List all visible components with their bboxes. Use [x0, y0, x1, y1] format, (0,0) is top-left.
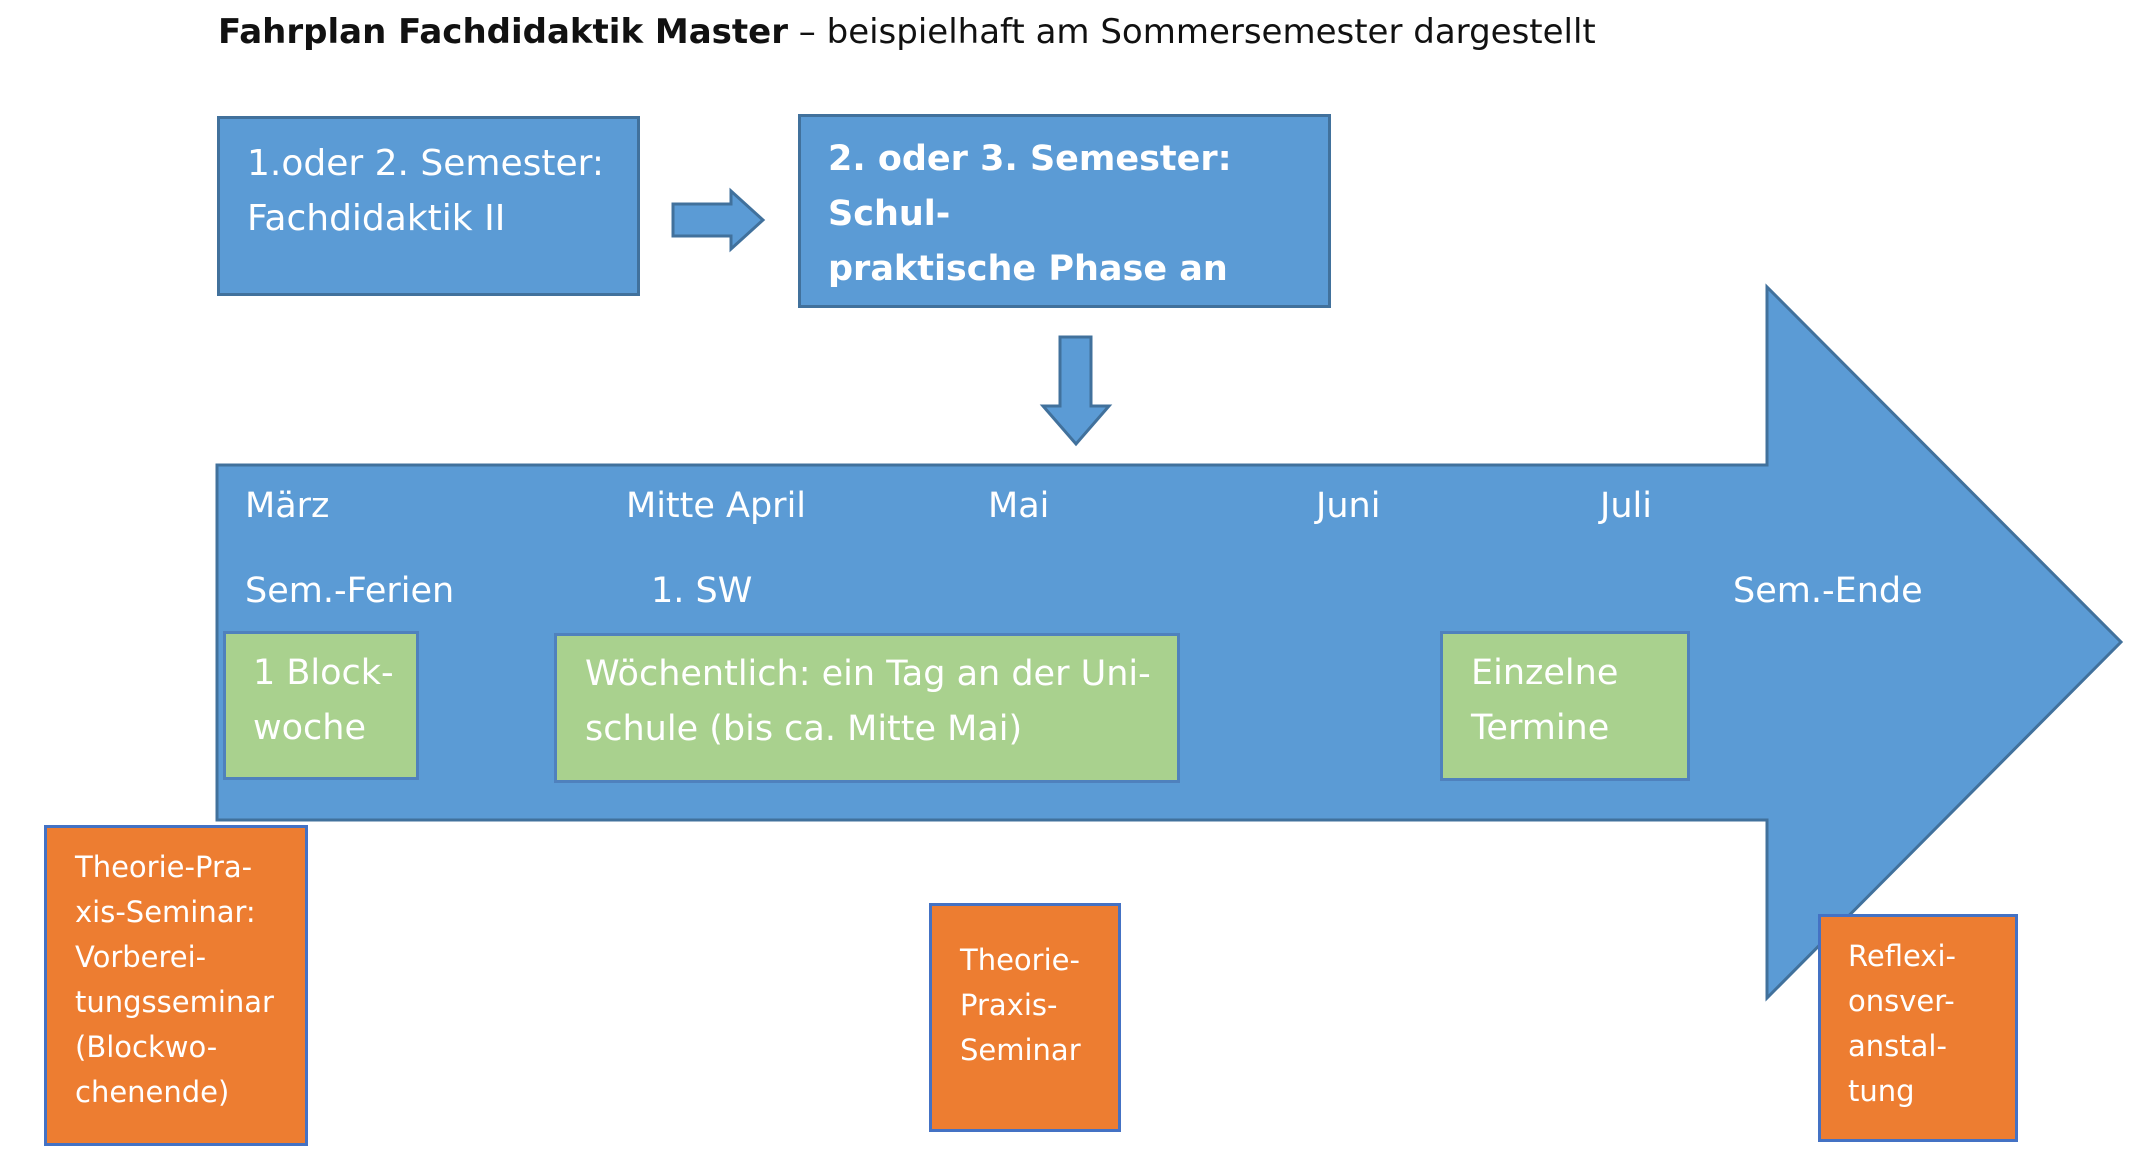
month-juli: Juli: [1600, 486, 1652, 526]
vorbereitung-seminar-label: Theorie-Pra- xis-Seminar: Vorberei- tung…: [75, 850, 274, 1109]
semester-2-3-box: 2. oder 3. Semester: Schul- praktische P…: [798, 114, 1331, 399]
woechentlich-box: Wöchentlich: ein Tag an der Uni- schule …: [554, 633, 1180, 783]
einzelne-termine-box: Einzelne Termine: [1440, 631, 1690, 781]
semester-2-3-label: 2. oder 3. Semester: Schul- praktische P…: [828, 139, 1232, 399]
semester-1-2-label: 1.oder 2. Semester: Fachdidaktik II: [247, 143, 604, 239]
month-maerz: März: [245, 486, 330, 526]
down-arrow-icon: [1039, 335, 1113, 447]
marker-sem-ende: Sem.-Ende: [1733, 571, 1923, 611]
reflexion-label: Reflexi- onsver- anstal- tung: [1848, 939, 1956, 1108]
month-juni: Juni: [1316, 486, 1381, 526]
woechentlich-label: Wöchentlich: ein Tag an der Uni- schule …: [585, 654, 1151, 749]
vorbereitung-seminar-box: Theorie-Pra- xis-Seminar: Vorberei- tung…: [44, 825, 308, 1146]
marker-sem-ferien: Sem.-Ferien: [245, 571, 455, 611]
right-arrow-icon: [671, 187, 766, 253]
theorie-praxis-seminar-box: Theorie- Praxis- Seminar: [929, 903, 1121, 1132]
semester-1-2-box: 1.oder 2. Semester: Fachdidaktik II: [217, 116, 640, 296]
theorie-praxis-seminar-label: Theorie- Praxis- Seminar: [960, 943, 1081, 1067]
blockwoche-box: 1 Block- woche: [223, 631, 419, 780]
diagram-title: Fahrplan Fachdidaktik Master – beispielh…: [218, 12, 1596, 52]
diagram-title-rest: – beispielhaft am Sommersemester dargest…: [788, 12, 1596, 52]
reflexion-box: Reflexi- onsver- anstal- tung: [1818, 914, 2018, 1142]
month-mitte-april: Mitte April: [626, 486, 807, 526]
diagram-title-bold: Fahrplan Fachdidaktik Master: [218, 12, 788, 52]
einzelne-termine-label: Einzelne Termine: [1471, 653, 1619, 748]
blockwoche-label: 1 Block- woche: [253, 653, 394, 748]
month-mai: Mai: [988, 486, 1050, 526]
marker-first-sw: 1. SW: [651, 571, 753, 611]
